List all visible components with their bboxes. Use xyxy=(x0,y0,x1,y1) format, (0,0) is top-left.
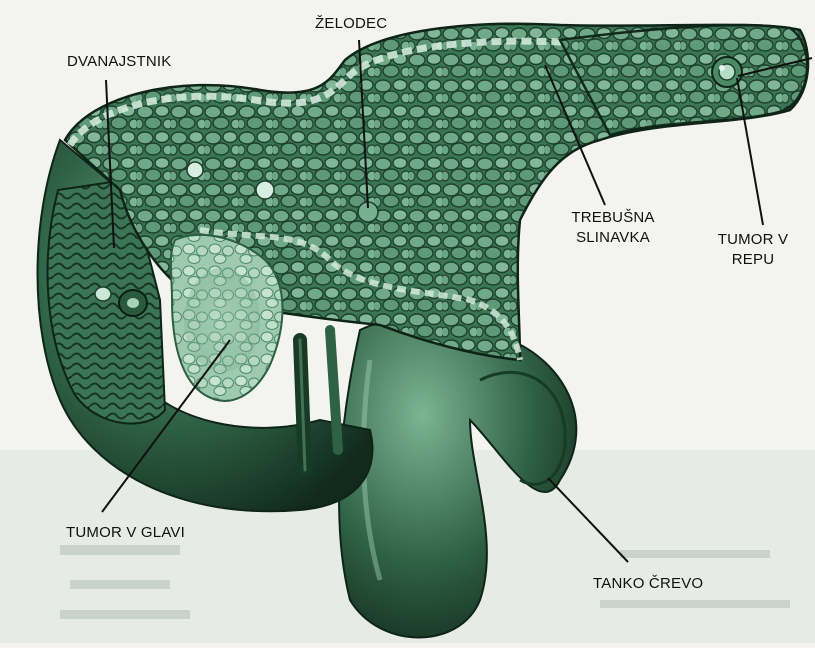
head-tumor xyxy=(184,268,260,372)
label-stomach: ŽELODEC xyxy=(315,14,387,34)
label-small-intestine: TANKO ČREVO xyxy=(593,574,703,594)
label-tail-tumor-line2: REPU xyxy=(703,250,803,270)
label-pancreas-line1: TREBUŠNA xyxy=(565,208,661,228)
label-pancreas-line2: SLINAVKA xyxy=(565,228,661,248)
label-tail-tumor: TUMOR V REPU xyxy=(703,230,803,270)
label-pancreas: TREBUŠNA SLINAVKA xyxy=(565,208,661,248)
label-tail-tumor-line1: TUMOR V xyxy=(703,230,803,250)
label-duodenum: DVANAJSTNIK xyxy=(67,52,171,72)
label-head-tumor: TUMOR V GLAVI xyxy=(66,523,185,543)
